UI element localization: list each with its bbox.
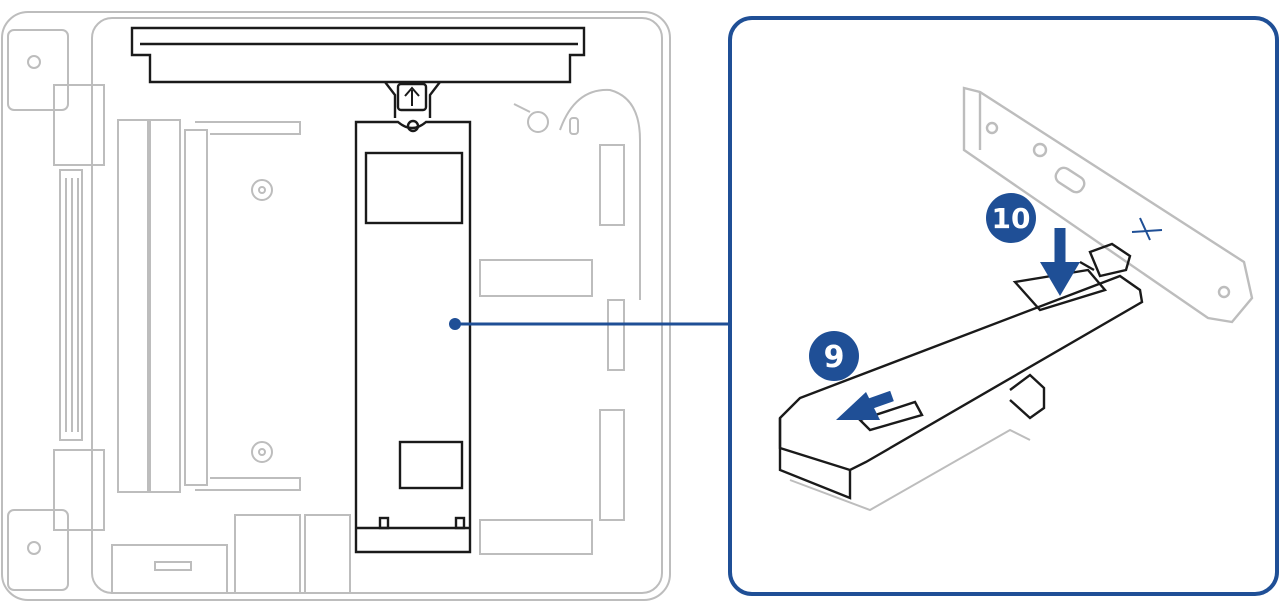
step-number-9: 9 xyxy=(824,340,845,375)
antenna-connector xyxy=(569,117,579,135)
ssd-connector xyxy=(778,418,852,500)
screw-hole-top-left xyxy=(27,55,41,69)
step-badge-10: 10 xyxy=(986,193,1036,243)
standoff-upper xyxy=(251,179,273,201)
ssd-standoff xyxy=(1009,373,1046,420)
up-arrow-icon xyxy=(404,86,420,106)
chassis-top-view xyxy=(1,11,671,601)
bottom-port-mid xyxy=(234,514,301,594)
bottom-port-right xyxy=(304,514,351,594)
bracket-tab xyxy=(396,82,428,112)
step-9-arrow xyxy=(836,390,894,420)
port-block-lower xyxy=(53,449,105,531)
antenna-cable xyxy=(559,88,641,300)
ssd-key-left xyxy=(378,516,390,530)
rail-hole-2 xyxy=(1032,142,1048,158)
left-bracket-bottom xyxy=(7,509,69,591)
io-header xyxy=(599,409,625,521)
header-pins xyxy=(599,144,625,226)
left-arrow-icon xyxy=(836,392,880,420)
side-connector xyxy=(607,299,625,371)
rail-body xyxy=(962,86,1254,324)
ssd-screw-notch xyxy=(406,119,420,133)
standoff-upper-center xyxy=(258,186,266,194)
ssd-top-view xyxy=(354,119,472,554)
bracket-body xyxy=(130,26,586,84)
bottom-port-left xyxy=(111,544,228,594)
bottom-port-slot xyxy=(154,561,192,571)
step-badge-9-circle xyxy=(809,331,859,381)
mounting-rail xyxy=(962,86,1254,324)
step-badge-10-circle xyxy=(986,193,1036,243)
rail-hole-3 xyxy=(1217,285,1231,299)
left-bracket-top xyxy=(7,29,69,111)
memory-slot-outer xyxy=(117,119,149,493)
ssd-shadow xyxy=(789,428,1031,512)
chassis-inner-outline xyxy=(91,17,663,594)
alignment-marker-icon xyxy=(1131,217,1163,241)
memory-slot-mid xyxy=(149,119,181,493)
bracket-stem xyxy=(384,81,441,118)
side-vent-strip xyxy=(59,169,83,441)
rail-slot xyxy=(1054,166,1086,194)
leader-line xyxy=(449,318,730,330)
port-block-upper xyxy=(53,84,105,166)
ssd-screw-clip xyxy=(1088,242,1132,278)
detail-callout-frame xyxy=(728,16,1279,596)
ssd-chip-near xyxy=(857,400,924,432)
board-screw-post xyxy=(527,111,549,133)
ssd-key-right xyxy=(454,516,466,530)
board-chip-lower xyxy=(479,519,593,555)
slot-latch-top xyxy=(195,121,301,135)
ssd-chip-label xyxy=(364,151,464,225)
down-arrow-icon xyxy=(1040,262,1080,296)
chassis-outline xyxy=(1,11,671,601)
ssd-chip-lower xyxy=(398,440,464,490)
slot-latch-bottom xyxy=(195,477,301,491)
ssd-board xyxy=(778,274,1144,472)
ssd-clip-tab xyxy=(1079,260,1095,272)
step-badge-9: 9 xyxy=(809,331,859,381)
memory-slot-inner xyxy=(184,129,208,486)
standoff-lower-center xyxy=(258,448,266,456)
board-screw-clip xyxy=(513,103,531,113)
top-mounting-bracket xyxy=(130,26,586,118)
ssd-shadow-line xyxy=(789,428,1031,512)
rail-hole-1 xyxy=(985,121,999,135)
ssd-perspective xyxy=(778,242,1144,500)
board-chip xyxy=(479,259,593,297)
screw-hole-bottom-left xyxy=(27,541,41,555)
step-10-arrow xyxy=(1040,228,1080,296)
standoff-lower xyxy=(251,441,273,463)
step-number-10: 10 xyxy=(992,202,1031,235)
